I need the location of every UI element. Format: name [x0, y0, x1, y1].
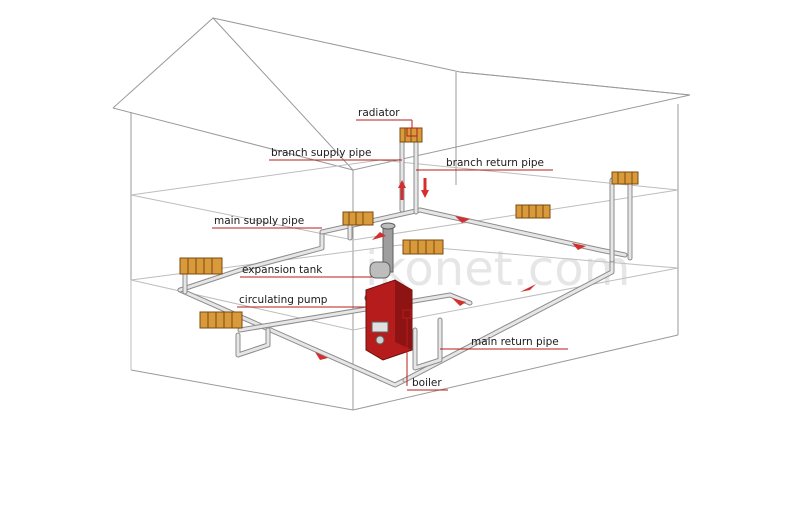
flow-arrow-right [455, 216, 470, 223]
flow-arrow-left [520, 284, 536, 292]
label-branch-return-pipe: branch return pipe [446, 157, 544, 169]
label-main-supply-pipe: main supply pipe [214, 215, 304, 227]
radiator-icon [402, 239, 444, 255]
radiator-icon [179, 257, 223, 275]
flow-arrow-right [572, 243, 586, 250]
flow-arrow-down [421, 178, 429, 198]
label-boiler: boiler [412, 377, 442, 389]
radiator-icon [611, 171, 639, 185]
label-radiator: radiator [358, 107, 400, 119]
flow-arrows [315, 178, 586, 360]
radiator-icon [399, 127, 423, 143]
label-main-return-pipe: main return pipe [471, 336, 559, 348]
flow-arrow-up [398, 180, 406, 200]
flow-arrow-left [452, 298, 466, 306]
label-circulating-pump: circulating pump [239, 294, 328, 306]
house-outline [112, 17, 691, 411]
label-expansion-tank: expansion tank [242, 264, 323, 276]
radiator-icon [342, 211, 374, 226]
flow-arrow-right [315, 352, 328, 360]
radiator-icon [199, 311, 243, 329]
label-branch-supply-pipe: branch supply pipe [271, 147, 371, 159]
flow-arrow-left [372, 232, 386, 240]
radiator-icon [515, 204, 551, 219]
labels: radiator branch supply pipe branch retur… [212, 107, 568, 391]
